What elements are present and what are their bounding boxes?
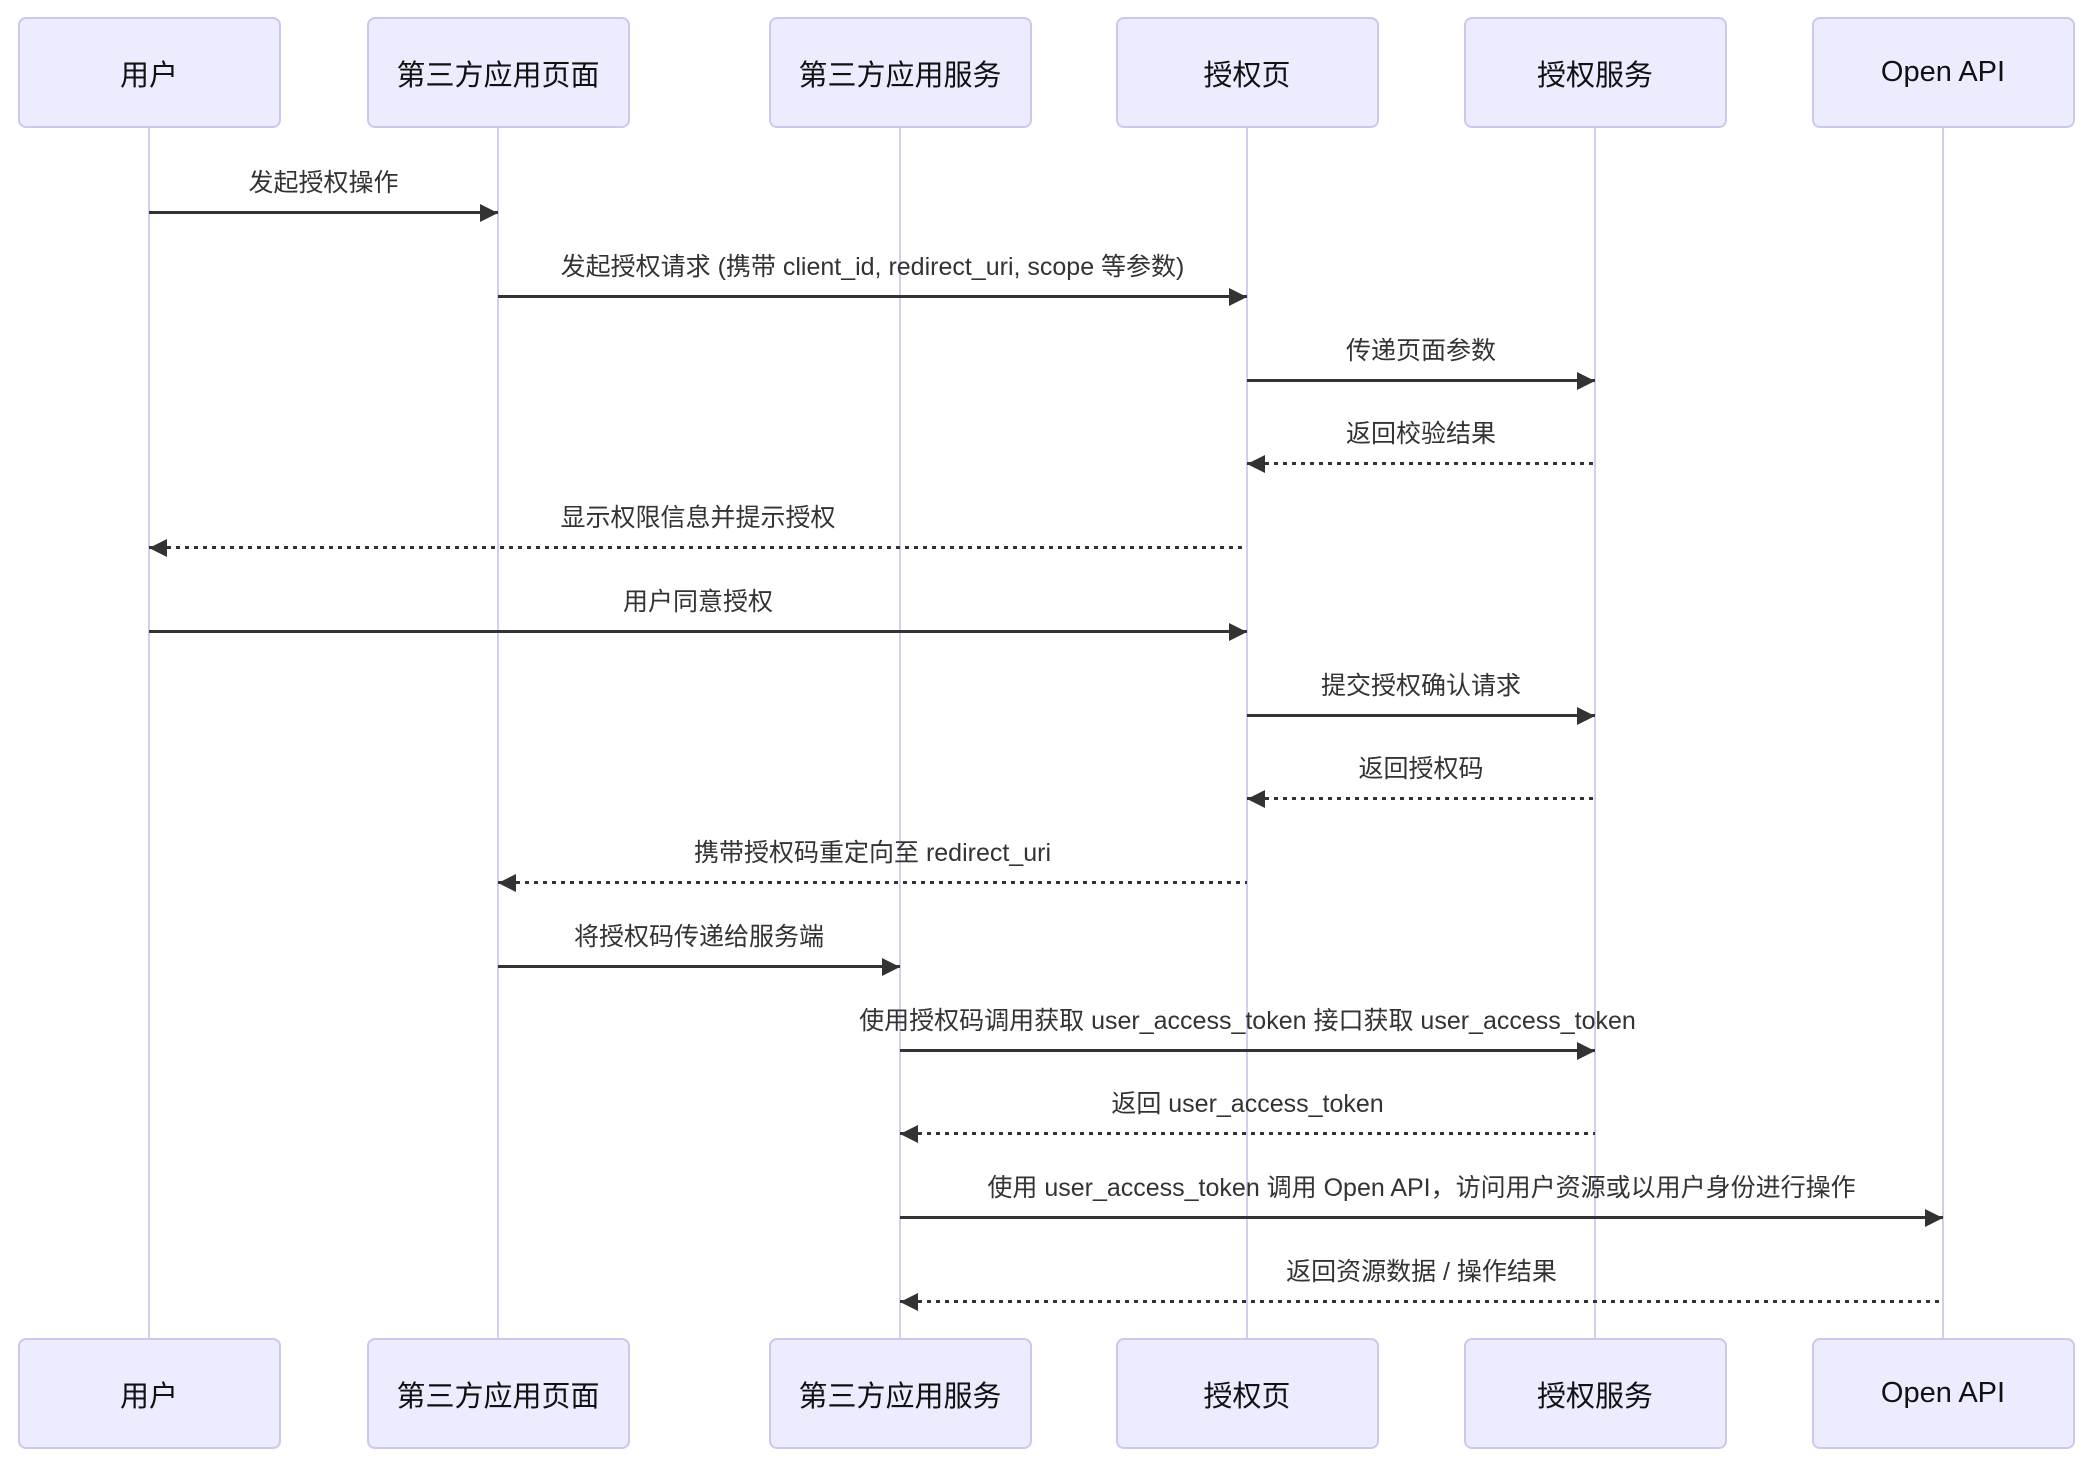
actor-label: 用户 [119, 1380, 178, 1413]
message-arrowhead-icon [498, 874, 516, 892]
message-line [498, 295, 1247, 298]
message-arrowhead-icon [1229, 623, 1247, 641]
message-line [1247, 379, 1595, 382]
actor-label: 第三方应用服务 [798, 59, 1002, 92]
lifeline-3 [1246, 128, 1248, 1338]
message-arrowhead-icon [1577, 707, 1595, 725]
actor-label: 第三方应用服务 [798, 1380, 1002, 1413]
actor-label: 授权服务 [1536, 1380, 1653, 1413]
message-label: 发起授权请求 (携带 client_id, redirect_uri, scop… [560, 253, 1185, 281]
message-label: 发起授权操作 [248, 169, 399, 197]
message-label: 使用授权码调用获取 user_access_token 接口获取 user_ac… [859, 1007, 1636, 1035]
actor-box-bottom-3: 授权页 [1115, 1338, 1379, 1449]
lifeline-4 [1594, 128, 1596, 1338]
message-label: 用户同意授权 [622, 588, 774, 616]
message-line [900, 1049, 1595, 1052]
actor-box-bottom-0: 用户 [17, 1338, 281, 1449]
lifeline-2 [899, 128, 901, 1338]
message-label: 传递页面参数 [1345, 337, 1497, 365]
actor-box-top-4: 授权服务 [1463, 17, 1727, 128]
actor-box-top-0: 用户 [17, 17, 281, 128]
message-line [149, 546, 1247, 549]
actor-label: Open API [1880, 1377, 2006, 1409]
actor-label: 第三方应用页面 [396, 59, 600, 92]
message-label: 携带授权码重定向至 redirect_uri [694, 839, 1051, 867]
message-label: 返回校验结果 [1345, 420, 1497, 448]
message-arrowhead-icon [900, 1125, 918, 1143]
lifeline-1 [497, 128, 499, 1338]
message-label: 返回 user_access_token [1111, 1090, 1384, 1118]
actor-label: 第三方应用页面 [396, 1380, 600, 1413]
message-line [1247, 462, 1595, 465]
lifeline-0 [148, 128, 150, 1338]
actor-box-top-1: 第三方应用页面 [366, 17, 630, 128]
actor-box-bottom-2: 第三方应用服务 [768, 1338, 1032, 1449]
message-label: 返回授权码 [1358, 755, 1484, 783]
message-arrowhead-icon [882, 958, 900, 976]
message-line [1247, 714, 1595, 717]
actor-label: Open API [1880, 56, 2006, 88]
actor-box-top-5: Open API [1811, 17, 2075, 128]
message-line [498, 881, 1247, 884]
message-line [149, 211, 498, 214]
actor-label: 授权页 [1203, 59, 1291, 92]
lifeline-5 [1942, 128, 1944, 1338]
actor-label: 用户 [119, 59, 178, 92]
message-line [149, 630, 1247, 633]
message-line [498, 965, 900, 968]
actor-label: 授权服务 [1536, 59, 1653, 92]
message-line [900, 1132, 1595, 1135]
message-arrowhead-icon [149, 539, 167, 557]
actor-box-bottom-4: 授权服务 [1463, 1338, 1727, 1449]
message-line [900, 1216, 1943, 1219]
message-line [1247, 797, 1595, 800]
message-arrowhead-icon [1247, 790, 1265, 808]
message-line [900, 1300, 1943, 1303]
actor-label: 授权页 [1203, 1380, 1291, 1413]
message-arrowhead-icon [1577, 372, 1595, 390]
message-label: 将授权码传递给服务端 [573, 923, 825, 951]
message-arrowhead-icon [480, 204, 498, 222]
message-arrowhead-icon [1247, 455, 1265, 473]
message-label: 返回资源数据 / 操作结果 [1286, 1258, 1557, 1286]
message-label: 使用 user_access_token 调用 Open API，访问用户资源或… [987, 1174, 1856, 1202]
message-arrowhead-icon [1577, 1042, 1595, 1060]
message-arrowhead-icon [1925, 1209, 1943, 1227]
message-arrowhead-icon [1229, 288, 1247, 306]
message-label: 显示权限信息并提示授权 [560, 504, 836, 532]
message-label: 提交授权确认请求 [1320, 672, 1522, 700]
message-arrowhead-icon [900, 1293, 918, 1311]
actor-box-bottom-5: Open API [1811, 1338, 2075, 1449]
actor-box-top-2: 第三方应用服务 [768, 17, 1032, 128]
actor-box-top-3: 授权页 [1115, 17, 1379, 128]
actor-box-bottom-1: 第三方应用页面 [366, 1338, 630, 1449]
